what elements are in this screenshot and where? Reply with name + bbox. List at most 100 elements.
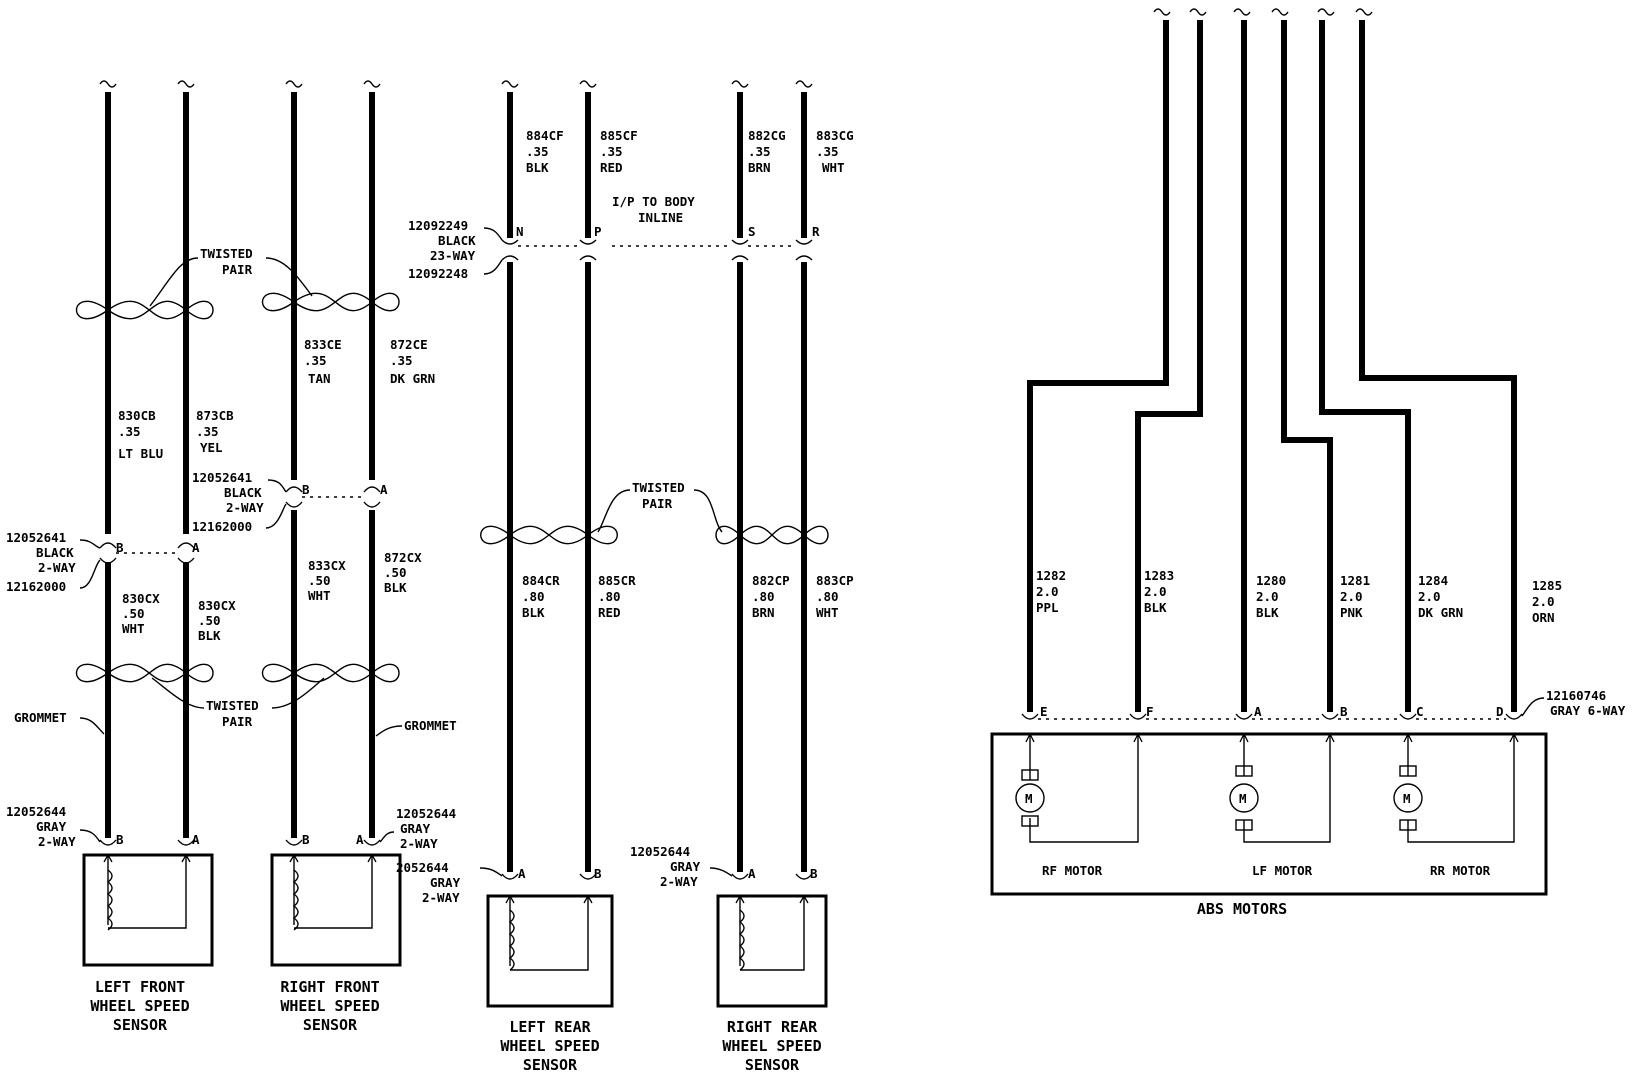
pin-label: B: [116, 540, 124, 555]
pin-label: A: [518, 866, 526, 881]
wire-gauge: .50: [384, 565, 407, 580]
wire-gauge: .80: [598, 589, 621, 604]
rr-motor-symbol: [1393, 783, 1423, 813]
twisted-pair-mark: [261, 663, 400, 683]
wire-code: 830CX: [198, 598, 236, 613]
wire-color: BRN: [748, 160, 771, 175]
connector-label: 2052644: [396, 860, 449, 875]
pin-label: S: [748, 224, 756, 239]
sensor-caption: SENSOR: [303, 1016, 358, 1034]
wire-color: WHT: [122, 621, 145, 636]
wire-color: BLK: [1256, 605, 1279, 620]
wire-code: 882CG: [748, 128, 786, 143]
note-label: PAIR: [222, 714, 253, 729]
wire-code: 884CF: [526, 128, 564, 143]
grommet-label: GROMMET: [404, 718, 457, 733]
wire-gauge: 2.0: [1340, 589, 1363, 604]
wire-gauge: .35: [748, 144, 771, 159]
left-rear-sensor-box: [486, 894, 614, 1008]
pin-label: P: [594, 224, 602, 239]
wire-gauge: .35: [304, 353, 327, 368]
pin-label: B: [302, 482, 310, 497]
wire-gauge: .50: [198, 613, 221, 628]
pin-label: E: [1040, 704, 1048, 719]
motor-label: LF MOTOR: [1252, 863, 1313, 878]
sensor-caption: LEFT FRONT: [95, 978, 185, 996]
wire-color: WHT: [816, 605, 839, 620]
connector-label: 2-WAY: [422, 890, 460, 905]
motor-label: RF MOTOR: [1042, 863, 1103, 878]
sensor-caption: SENSOR: [113, 1016, 168, 1034]
pin-label: B: [810, 866, 818, 881]
connector-label: 2-WAY: [400, 836, 438, 851]
connector-label: 2-WAY: [660, 874, 698, 889]
note-label: PAIR: [222, 262, 253, 277]
connector-label: 2-WAY: [226, 500, 264, 515]
wire-gauge: .35: [600, 144, 623, 159]
wire-code: 833CX: [308, 558, 346, 573]
wire-color: LT BLU: [118, 446, 163, 461]
twisted-pair-mark: [75, 300, 214, 320]
abs-motors-caption: ABS MOTORS: [1197, 900, 1287, 918]
pin-label: A: [748, 866, 756, 881]
pin-label: B: [1340, 704, 1348, 719]
twisted-pair-mark: [261, 292, 400, 312]
wire-code: 1281: [1340, 573, 1370, 588]
wire-gauge: .80: [522, 589, 545, 604]
wire-gauge: 2.0: [1144, 584, 1167, 599]
pin-label: A: [192, 540, 200, 555]
connector-label: GRAY: [400, 821, 431, 836]
connector-label: GRAY: [670, 859, 701, 874]
wire-color: WHT: [822, 160, 845, 175]
sensor-caption: WHEEL SPEED: [280, 997, 379, 1015]
wire-code: 873CB: [196, 408, 234, 423]
note-label: PAIR: [642, 496, 673, 511]
pin-label: C: [1416, 704, 1424, 719]
pin-label: A: [380, 482, 388, 497]
sensor-caption: SENSOR: [523, 1056, 578, 1074]
sensor-caption: RIGHT FRONT: [280, 978, 379, 996]
motor-label: RR MOTOR: [1430, 863, 1491, 878]
connector-label: 12092249: [408, 218, 468, 233]
pin-label: R: [812, 224, 820, 239]
wire-code: 1285: [1532, 578, 1562, 593]
note-label: TWISTED: [632, 480, 685, 495]
wire-gauge: .50: [308, 573, 331, 588]
wire-code: 1284: [1418, 573, 1448, 588]
pin-label: B: [594, 866, 602, 881]
connector-label: BLACK: [224, 485, 262, 500]
wire-color: TAN: [308, 371, 331, 386]
wire-color: DK GRN: [390, 371, 435, 386]
connector-label: GRAY: [36, 819, 67, 834]
right-rear-sensor-box: [716, 894, 828, 1008]
twisted-pair-mark: [480, 525, 618, 545]
wire-color: PNK: [1340, 605, 1363, 620]
wire-gauge: .35: [816, 144, 839, 159]
connector-label: GRAY: [430, 875, 461, 890]
wire-color: RED: [600, 160, 623, 175]
sensor-caption: SENSOR: [745, 1056, 800, 1074]
wire-code: 885CR: [598, 573, 636, 588]
right-front-sensor-box: [270, 853, 402, 967]
connector-label: GRAY 6-WAY: [1550, 703, 1626, 718]
sensor-caption: WHEEL SPEED: [722, 1037, 821, 1055]
connector-label: 12052641: [6, 530, 66, 545]
pin-label: A: [356, 832, 364, 847]
rf-motor-symbol: [1015, 783, 1045, 813]
right-front-sensor-group: B A B A 833CE .35 TAN 872CE .35 DK GRN 8…: [261, 80, 435, 1034]
connector-label: BLACK: [36, 545, 74, 560]
wire-gauge: 2.0: [1532, 594, 1555, 609]
wire-code: 883CP: [816, 573, 854, 588]
wire-color: ORN: [1532, 610, 1555, 625]
wire-color: BLK: [522, 605, 545, 620]
note-label: TWISTED: [206, 698, 259, 713]
connector-label: 23-WAY: [430, 248, 476, 263]
pin-label: N: [516, 224, 524, 239]
rear-sensors-group: N P S R I/P TO BODY INLINE 12092249 BLAC…: [396, 80, 854, 1074]
left-front-sensor-group: B A B A 830CB .35 LT BLU 873CB .35 YEL 8…: [75, 80, 236, 1034]
wire-code: 833CE: [304, 337, 342, 352]
wire-color: BLK: [526, 160, 549, 175]
wire-code: 883CG: [816, 128, 854, 143]
connector-label: 12162000: [6, 579, 66, 594]
abs-motors-group: E F A B C D 12160746 GRAY 6-WAY 1282 2.0…: [990, 8, 1626, 918]
